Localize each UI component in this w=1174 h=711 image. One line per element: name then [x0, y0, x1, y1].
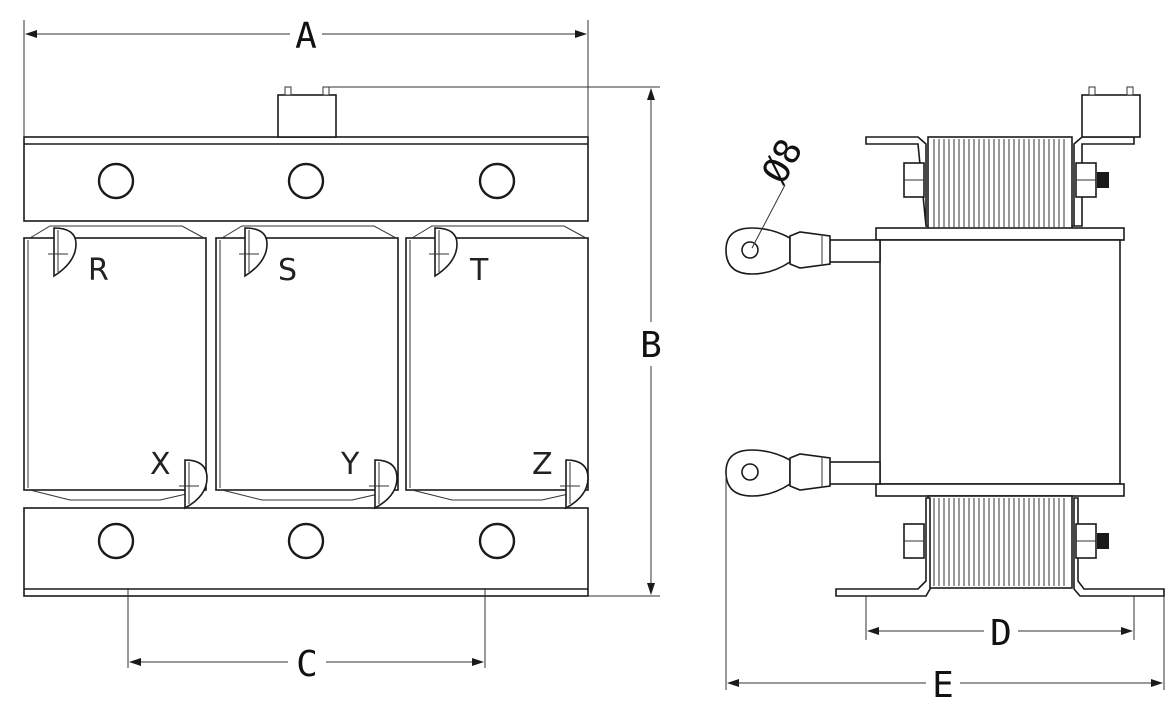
bottom-bolt-left — [903, 523, 925, 559]
dimension-c-label: C — [296, 644, 318, 685]
terminal-tab-z — [560, 459, 589, 510]
front-view: R S T X Y Z A B C — [23, 16, 662, 685]
terminal-label-t: T — [469, 253, 489, 288]
thermal-switch-side — [1081, 86, 1141, 138]
bottom-clamp-bar — [23, 507, 589, 597]
dimension-b: B — [329, 86, 662, 597]
mount-hole-top-1 — [97, 162, 135, 200]
hole-leader-line — [751, 184, 786, 249]
dimension-b-label: B — [640, 325, 662, 366]
side-view: Ø8 D E — [725, 86, 1165, 706]
cable-lug-bottom — [725, 449, 881, 497]
dimension-e-label: E — [932, 665, 954, 706]
thermal-switch-front — [277, 86, 337, 138]
mount-hole-bottom-2 — [287, 522, 325, 560]
dimension-d-label: D — [990, 613, 1012, 654]
top-core-lamination — [927, 136, 1073, 230]
terminal-label-r: R — [88, 253, 109, 288]
bottom-core-lamination — [927, 495, 1073, 589]
dimension-d: D — [865, 596, 1135, 654]
lug-hole-label: Ø8 — [755, 133, 812, 191]
terminal-tab-x — [179, 459, 208, 510]
dimension-c: C — [127, 588, 486, 685]
terminal-label-s: S — [278, 253, 297, 288]
terminal-tab-y — [369, 459, 398, 510]
coil-body-side — [875, 227, 1125, 497]
coil-t — [405, 225, 589, 501]
coil-s — [215, 225, 399, 501]
top-bolt-right — [1075, 162, 1109, 198]
top-bolt-left — [903, 162, 925, 198]
dimension-a: A — [23, 16, 589, 137]
coil-r — [23, 225, 207, 501]
terminal-label-x: X — [150, 447, 171, 482]
dimension-e: E — [725, 474, 1165, 706]
terminal-label-y: Y — [340, 447, 360, 482]
mount-hole-bottom-3 — [478, 522, 516, 560]
terminal-tab-t — [429, 227, 458, 278]
bottom-bolt-right — [1075, 523, 1109, 559]
mount-hole-top-3 — [478, 162, 516, 200]
terminal-tab-r — [48, 227, 77, 278]
mount-hole-top-2 — [287, 162, 325, 200]
mount-hole-bottom-1 — [97, 522, 135, 560]
dimension-a-label: A — [295, 16, 317, 57]
top-clamp-bar — [23, 136, 589, 222]
terminal-label-z: Z — [532, 447, 553, 482]
terminal-tab-s — [239, 227, 268, 278]
cable-lug-top — [725, 227, 881, 275]
